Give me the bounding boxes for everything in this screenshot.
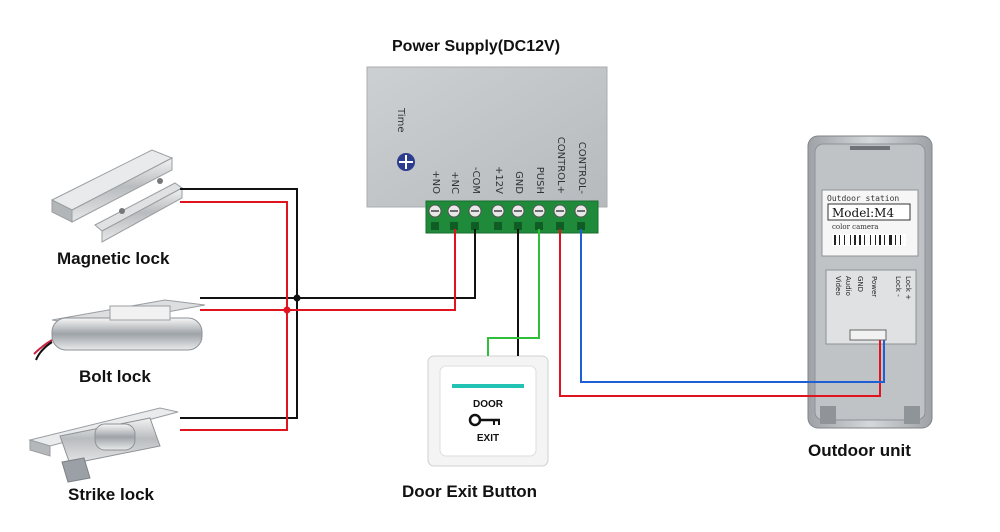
black-junction <box>293 294 301 302</box>
key-icon <box>468 413 500 427</box>
time-label: Time <box>395 107 406 132</box>
port-label: Audio <box>844 276 852 296</box>
strike-lock-image <box>28 407 179 483</box>
terminal-labels: +NO +NC -COM +12V GND PUSH CONTROL+ CONTROL- <box>430 137 587 195</box>
time-knob-icon <box>397 153 415 171</box>
outdoor-model: Model:M4 <box>832 206 894 220</box>
terminal-label: +12V <box>493 166 504 194</box>
black-common-wire <box>180 188 298 419</box>
terminal-label: GND <box>513 171 524 194</box>
terminal-label: CONTROL- <box>576 142 587 195</box>
red-control-wire <box>559 229 881 397</box>
terminal-label: +NO <box>430 170 441 194</box>
outdoor-unit-label: Outdoor unit <box>808 441 911 460</box>
green-push-wire <box>487 229 540 356</box>
exit-button-label: Door Exit Button <box>402 482 538 501</box>
exit-text: EXIT <box>477 433 499 444</box>
barcode-icon <box>832 234 906 246</box>
power-supply-box: Time +NO +NC -COM +12V GND PUSH CONTROL+ CONTRO… <box>366 66 608 234</box>
port-label: Lock + <box>904 276 912 300</box>
magnetic-lock-image <box>50 149 183 243</box>
terminal-screws <box>428 204 588 230</box>
port-label: GND <box>856 276 864 292</box>
outdoor-subtitle: color camera <box>832 223 879 231</box>
outdoor-header: Outdoor station <box>827 194 899 203</box>
diagram-title: Power Supply(DC12V) <box>392 38 561 55</box>
bolt-lock-label: Bolt lock <box>79 367 151 386</box>
terminal-label: +NC <box>449 171 460 194</box>
black-com-wire <box>200 229 476 299</box>
terminal-label: CONTROL+ <box>555 137 566 194</box>
bolt-lock-image <box>33 299 206 361</box>
strike-lock-label: Strike lock <box>68 485 154 504</box>
terminal-label: -COM <box>470 167 481 194</box>
blue-control-wire <box>580 229 885 383</box>
exit-button-indicator <box>452 384 524 388</box>
exit-button-image: DOOR EXIT <box>427 355 549 467</box>
outdoor-unit-image: Outdoor station Model:M4 color camera Vi… <box>807 135 933 429</box>
door-text: DOOR <box>473 399 504 410</box>
outdoor-connector <box>849 329 887 341</box>
red-lock-wire <box>180 201 288 431</box>
port-label: Power <box>870 276 878 297</box>
port-label: Video <box>834 276 842 296</box>
wires <box>180 188 885 431</box>
port-label: Lock - <box>894 276 902 297</box>
terminal-label: PUSH <box>534 167 545 194</box>
magnetic-lock-label: Magnetic lock <box>57 249 170 268</box>
red-junction <box>283 306 291 314</box>
